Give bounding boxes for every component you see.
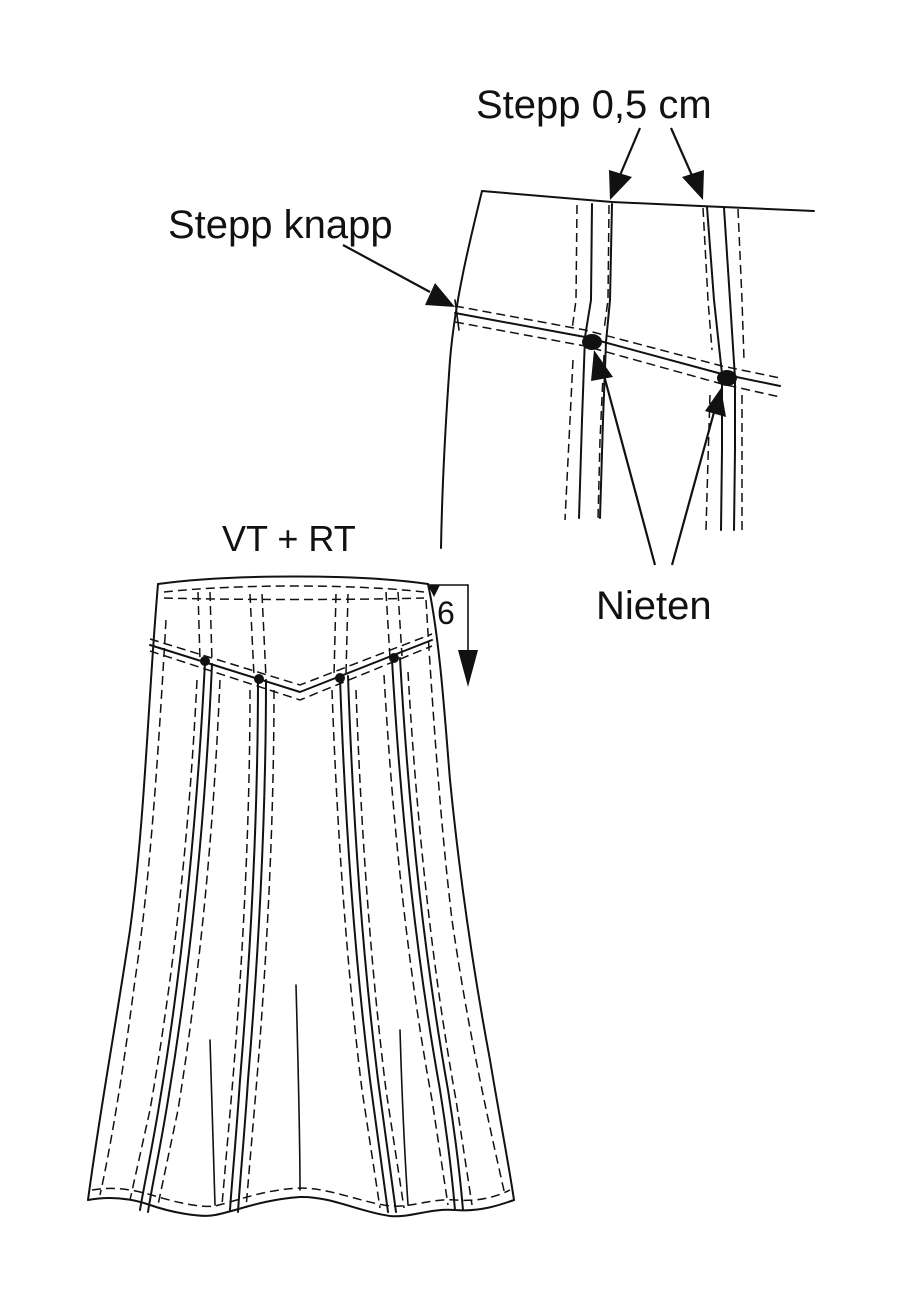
yoke-depth-indicator [427, 584, 478, 687]
label-nieten: Nieten [596, 584, 712, 628]
rivet-icon [200, 656, 210, 666]
rivet-icon [389, 653, 399, 663]
label-yoke-depth: 6 [437, 595, 455, 631]
detail-waist-line [481, 190, 815, 212]
skirt-waistband-top [157, 575, 429, 585]
detail-view [440, 190, 815, 549]
label-stepp-knapp: Stepp knapp [168, 203, 393, 247]
pointer-stepp-knapp [342, 244, 455, 307]
detail-panel-seam-1 [564, 203, 613, 521]
pointer-stepp-half-cm [609, 127, 704, 200]
skirt-hem [87, 1195, 515, 1218]
detail-yoke-seam [454, 299, 781, 398]
pointer-nieten [591, 350, 726, 566]
label-vt-rt: VT + RT [222, 518, 356, 559]
rivet-icon [254, 674, 264, 684]
detail-panel-seam-2 [702, 206, 745, 531]
skirt-yoke-seam [149, 639, 433, 693]
detail-side-seam [440, 190, 483, 549]
rivet-icon [335, 673, 345, 683]
rivet-icon [717, 370, 737, 386]
rivet-icon [582, 334, 602, 350]
skirt-drawing [87, 575, 515, 1218]
skirt-side-right [427, 583, 515, 1201]
label-stepp-half-cm: Stepp 0,5 cm [476, 83, 712, 127]
skirt-side-left [87, 583, 159, 1201]
